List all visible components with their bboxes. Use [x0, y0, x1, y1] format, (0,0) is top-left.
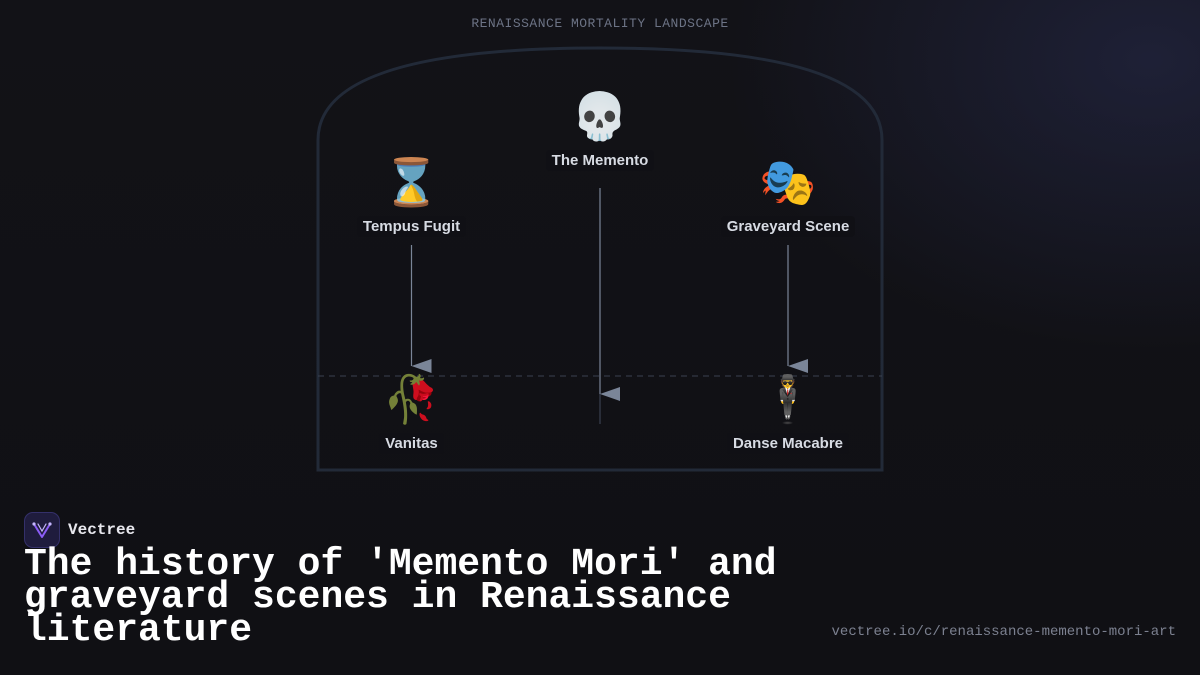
node-the-memento: 💀 The Memento	[510, 88, 690, 171]
node-label: The Memento	[545, 150, 655, 171]
node-graveyard-scene: 🎭 Graveyard Scene	[698, 154, 878, 237]
node-danse-macabre: 🕴 Danse Macabre	[698, 371, 878, 454]
hourglass-icon: ⌛	[382, 155, 441, 209]
skull-icon: 💀	[571, 89, 629, 143]
figure-in-suit-icon: 🕴	[759, 372, 817, 426]
page-headline: The history of 'Memento Mori' and gravey…	[24, 543, 777, 652]
node-label: Graveyard Scene	[720, 216, 856, 237]
arched-frame	[316, 46, 884, 472]
diagram-title: RENAISSANCE MORTALITY LANDSCAPE	[471, 16, 729, 31]
brand-name: Vectree	[68, 521, 136, 539]
brand[interactable]: Vectree	[24, 512, 135, 548]
node-label: Vanitas	[379, 433, 444, 454]
node-tempus-fugit: ⌛ Tempus Fugit	[322, 154, 502, 237]
node-label: Danse Macabre	[726, 433, 850, 454]
node-vanitas: 🥀 Vanitas	[322, 371, 502, 454]
theater-masks-icon: 🎭	[759, 155, 817, 209]
wilted-flower-icon: 🥀	[382, 372, 441, 426]
node-label: Tempus Fugit	[356, 216, 467, 237]
vectree-logo-icon	[24, 512, 60, 548]
article-url[interactable]: vectree.io/c/renaissance-memento-mori-ar…	[831, 624, 1176, 640]
